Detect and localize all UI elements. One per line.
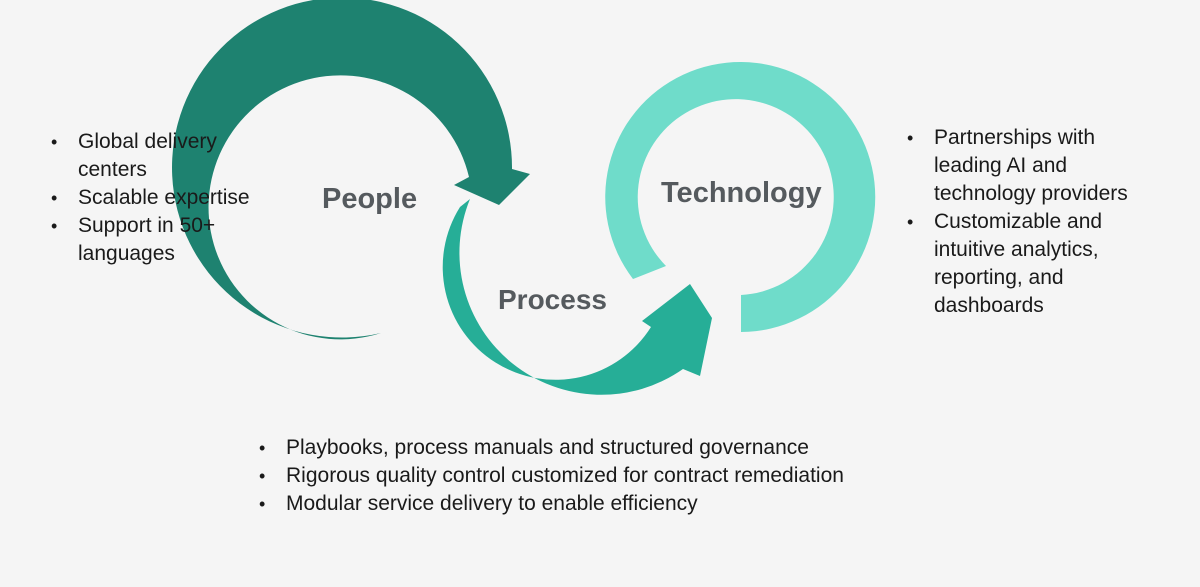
people-label: People <box>322 183 418 215</box>
technology-label: Technology <box>661 177 822 209</box>
process-bullet-list: Playbooks, process manuals and structure… <box>256 434 956 518</box>
list-item: Modular service delivery to enable effic… <box>256 490 956 518</box>
people-bullet-list: Global delivery centers Scalable experti… <box>48 128 253 268</box>
people-arc <box>172 0 530 340</box>
process-label: Process <box>498 284 607 315</box>
list-item: Playbooks, process manuals and structure… <box>256 434 956 462</box>
list-item: Global delivery centers <box>48 128 253 184</box>
process-arc <box>442 199 712 395</box>
list-item: Rigorous quality control customized for … <box>256 462 956 490</box>
list-item: Support in 50+ languages <box>48 212 253 268</box>
list-item: Customizable and intuitive analytics, re… <box>904 208 1164 320</box>
technology-arc <box>605 62 876 333</box>
list-item: Partnerships with leading AI and technol… <box>904 124 1164 208</box>
technology-bullet-list: Partnerships with leading AI and technol… <box>904 124 1164 320</box>
list-item: Scalable expertise <box>48 184 253 212</box>
